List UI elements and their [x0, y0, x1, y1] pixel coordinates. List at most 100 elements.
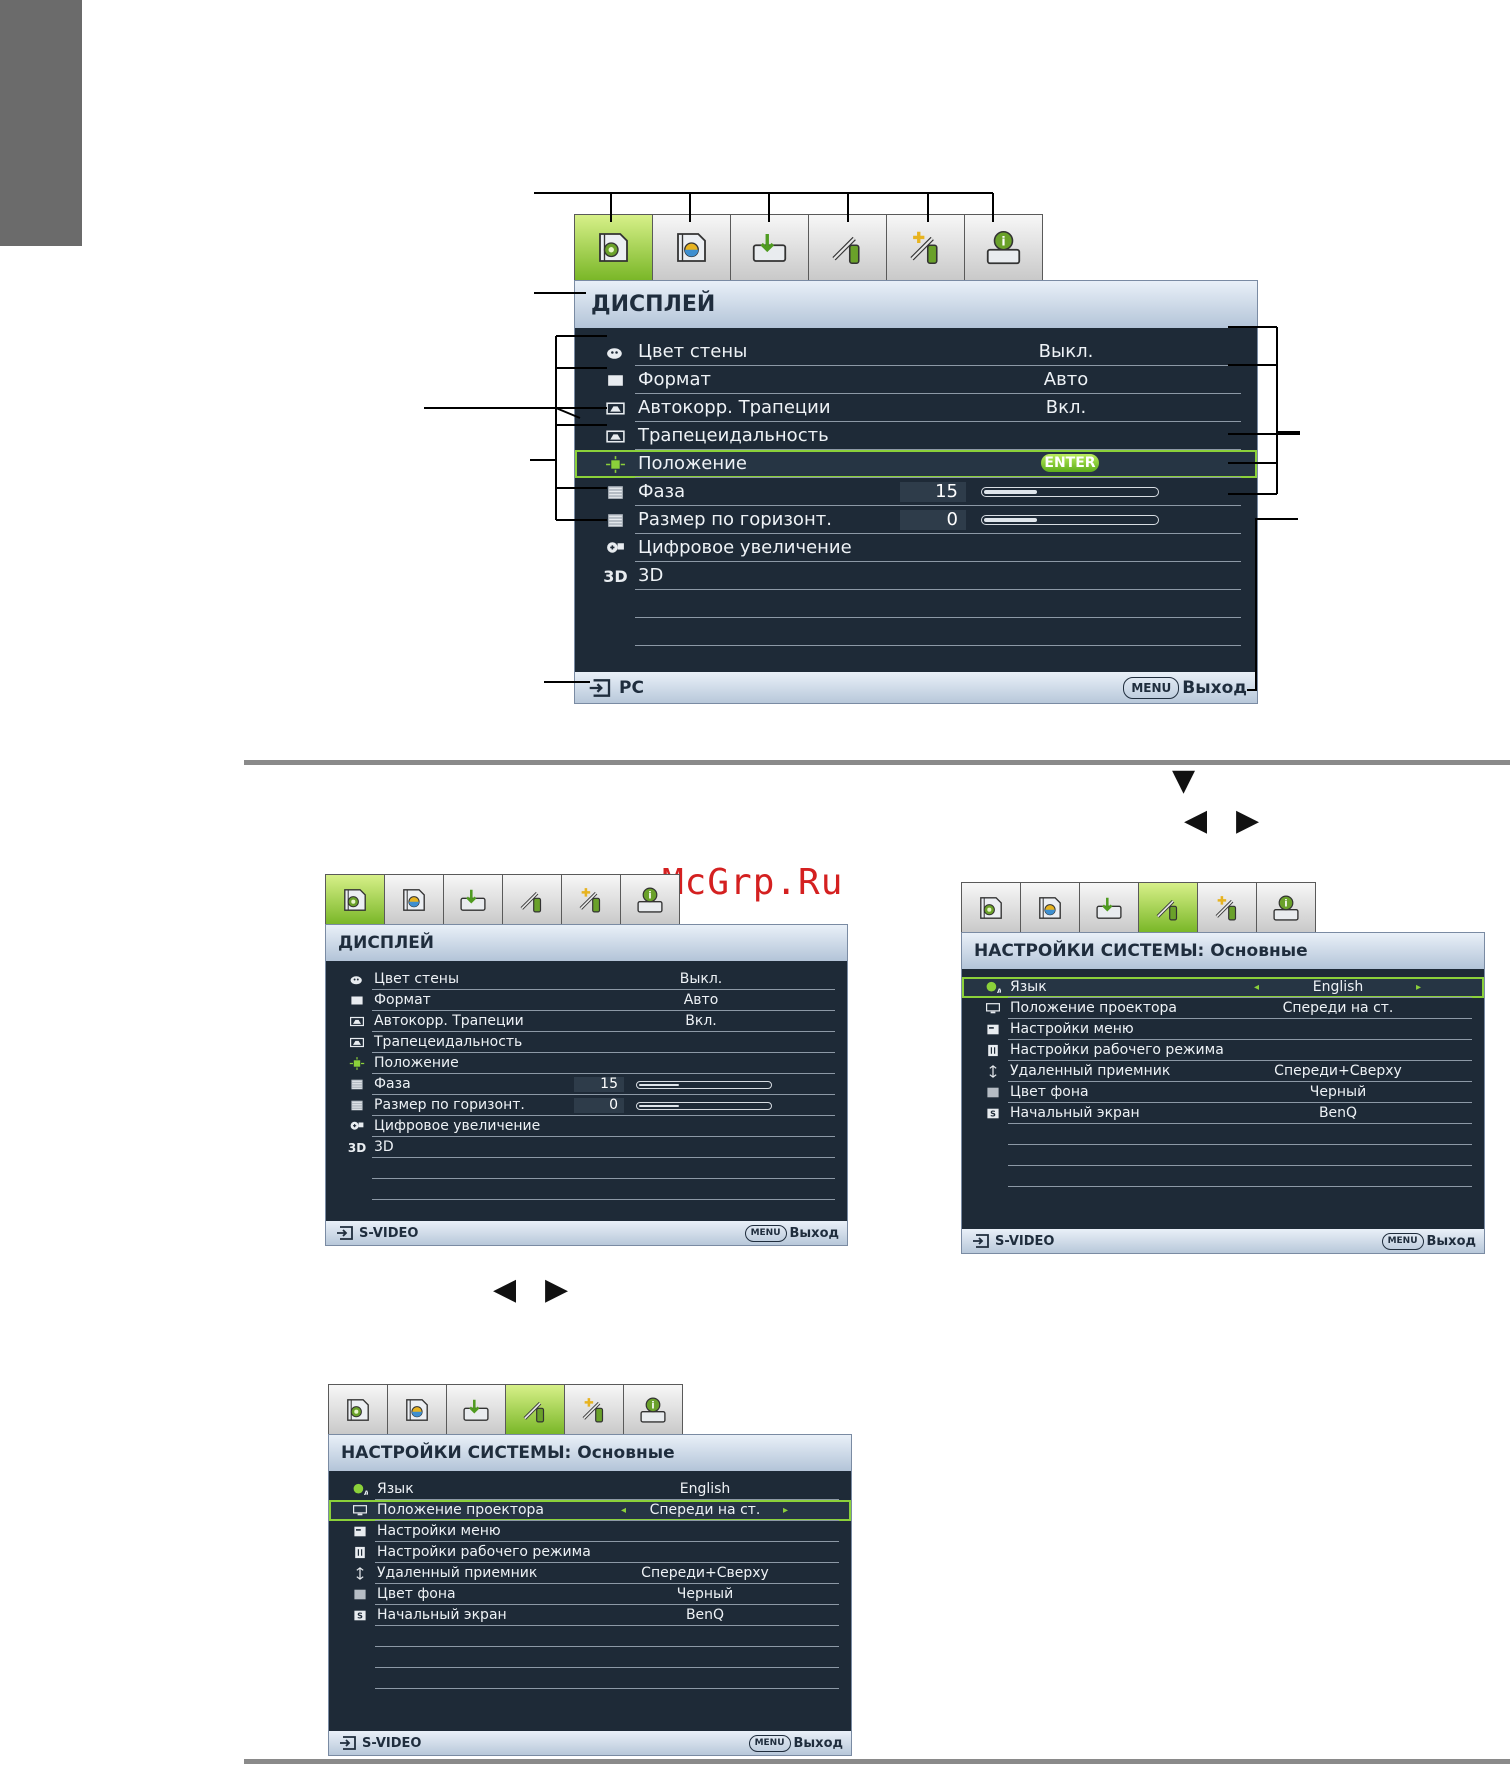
menu-title-text: НАСТРОЙКИ СИСТЕМЫ: Основные [341, 1443, 675, 1463]
value-slider[interactable] [981, 515, 1159, 525]
row-value: BenQ [685, 1607, 725, 1623]
svg-text:i: i [648, 890, 651, 901]
projector-position-icon [349, 1500, 371, 1521]
row-divider [375, 1604, 839, 1605]
row-divider [372, 1178, 835, 1179]
tab-system-basic[interactable] [502, 874, 562, 924]
menu-row[interactable]: Трапецеидальность [575, 422, 1257, 450]
menu-row[interactable]: Цифровое увеличение [575, 534, 1257, 562]
row-divider [375, 1520, 839, 1521]
menu-row[interactable]: AЯзыкEnglish [329, 1479, 851, 1500]
tab-system-basic[interactable] [1138, 882, 1198, 932]
tab-source[interactable] [446, 1384, 506, 1434]
row-divider [375, 1499, 839, 1500]
tab-information[interactable]: i [620, 874, 680, 924]
value-right-arrow-icon[interactable]: ▸ [1416, 982, 1422, 993]
menu-title: ДИСПЛЕЙ [575, 281, 1257, 328]
row-value: Авто [1043, 369, 1089, 390]
row-value: Вкл. [685, 1013, 717, 1029]
menu-tabs: i [961, 882, 1316, 932]
input-source-label: S-VIDEO [359, 1225, 419, 1241]
menu-row[interactable]: Трапецеидальность [326, 1032, 847, 1053]
digital-zoom-icon [346, 1116, 368, 1137]
value-left-arrow-icon[interactable]: ◂ [1254, 982, 1260, 993]
row-label: Настройки меню [1010, 1021, 1134, 1037]
menu-row[interactable]: Размер по горизонт.0 [575, 506, 1257, 534]
source-tab-icon [456, 883, 490, 917]
svg-text:S: S [357, 1612, 363, 1621]
tab-information[interactable]: i [1256, 882, 1316, 932]
menu-row[interactable]: Размер по горизонт.0 [326, 1095, 847, 1116]
row-divider [375, 1646, 839, 1647]
slider-fill [984, 518, 1037, 522]
tab-picture[interactable] [1020, 882, 1080, 932]
row-divider [635, 533, 1241, 534]
row-label: Автокорр. Трапеции [374, 1013, 524, 1029]
slider-fill [984, 490, 1037, 494]
row-value: Авто [683, 992, 719, 1008]
tab-display[interactable] [325, 874, 385, 924]
row-divider [635, 505, 1241, 506]
operation-settings-icon [982, 1040, 1004, 1061]
tab-display[interactable] [574, 214, 653, 280]
value-right-arrow-icon[interactable]: ▸ [783, 1505, 789, 1516]
value-slider[interactable] [981, 487, 1159, 497]
tab-source[interactable] [443, 874, 503, 924]
row-value: Вкл. [1045, 397, 1087, 418]
tab-system-advanced[interactable] [886, 214, 965, 280]
menu-row[interactable]: Настройки меню [329, 1521, 851, 1542]
tab-system-basic[interactable] [505, 1384, 565, 1434]
menu-row[interactable]: Автокорр. Трапеции Вкл. [326, 1011, 847, 1032]
projector-position-icon [982, 998, 1004, 1019]
tab-system-advanced[interactable] [564, 1384, 624, 1434]
tab-picture[interactable] [387, 1384, 447, 1434]
value-slider[interactable] [636, 1081, 772, 1089]
tab-picture[interactable] [384, 874, 444, 924]
menu-row[interactable]: Настройки рабочего режима [329, 1542, 851, 1563]
enter-button[interactable]: ENTER [1041, 454, 1099, 472]
menu-row[interactable]: Цифровое увеличение [326, 1116, 847, 1137]
tab-display[interactable] [328, 1384, 388, 1434]
tab-display[interactable] [961, 882, 1021, 932]
menu-row[interactable]: Настройки меню [962, 1019, 1484, 1040]
tab-system-basic[interactable] [808, 214, 887, 280]
row-divider [635, 645, 1241, 646]
row-divider [1008, 1102, 1472, 1103]
value-left-arrow-icon[interactable]: ◂ [621, 1505, 627, 1516]
value-slider[interactable] [636, 1102, 772, 1110]
tab-information[interactable]: i [964, 214, 1043, 280]
tab-information[interactable]: i [623, 1384, 683, 1434]
tab-source[interactable] [730, 214, 809, 280]
tab-system-advanced[interactable] [1197, 882, 1257, 932]
auto-keystone-icon [346, 1011, 368, 1032]
slider-fill [639, 1105, 679, 1107]
tab-source[interactable] [1079, 882, 1139, 932]
input-source: PC [588, 672, 644, 703]
menu-row[interactable]: AЯзыкEnglish◂▸ [962, 977, 1484, 998]
menu-row[interactable]: Настройки рабочего режима [962, 1040, 1484, 1061]
tab-system-advanced[interactable] [561, 874, 621, 924]
menu-row[interactable]: Положение [326, 1053, 847, 1074]
